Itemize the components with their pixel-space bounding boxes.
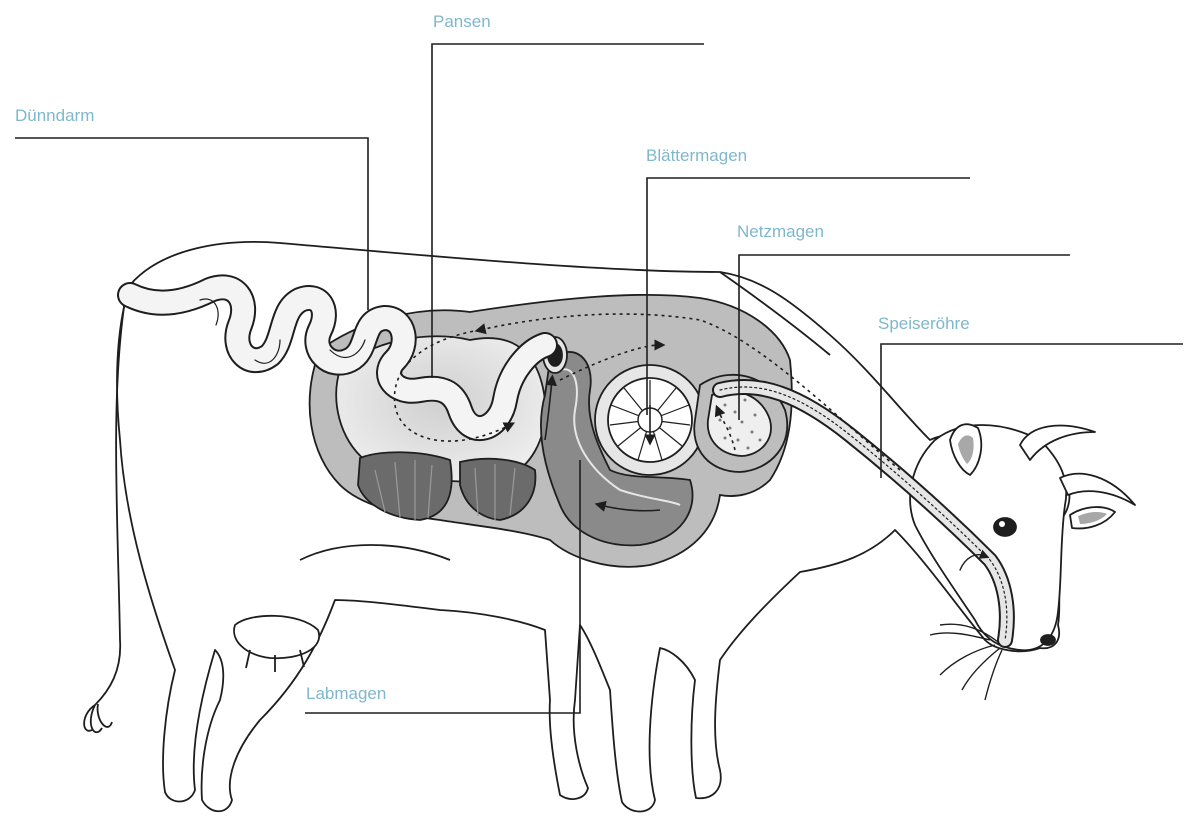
label-pansen: Pansen (433, 12, 491, 32)
label-blaettermagen: Blättermagen (646, 146, 747, 166)
label-labmagen: Labmagen (306, 684, 386, 704)
label-duenndarm: Dünndarm (15, 106, 94, 126)
label-netzmagen: Netzmagen (737, 222, 824, 242)
label-speiseroehre: Speiseröhre (878, 314, 970, 334)
cow-head (910, 424, 1135, 700)
